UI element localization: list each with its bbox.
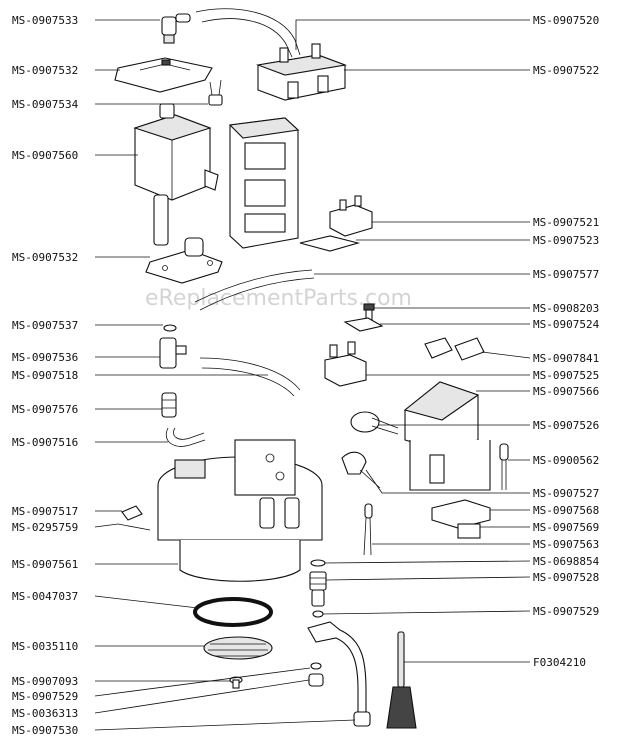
- part-steam-wand: [307, 621, 371, 727]
- part-gasket: [193, 597, 273, 627]
- part-label: MS-0907532: [12, 64, 78, 77]
- part-label: MS-0907525: [533, 369, 599, 382]
- part-label: MS-0907534: [12, 98, 79, 111]
- part-hose-top: [195, 8, 301, 58]
- part-label: MS-0907532: [12, 251, 78, 264]
- part-label: MS-0907521: [533, 216, 599, 229]
- part-label: MS-0907522: [533, 64, 599, 77]
- parts-drawing: [114, 8, 509, 729]
- part-label: MS-0907576: [12, 403, 78, 416]
- part-label: MS-0907517: [12, 505, 78, 518]
- part-label: MS-0907566: [533, 385, 599, 398]
- part-label: MS-0907841: [533, 352, 599, 365]
- part-o-ring-steam: [312, 610, 324, 618]
- part-label: MS-0907577: [533, 268, 599, 281]
- part-wire-lamp: [363, 503, 373, 556]
- part-tube-bend: [165, 427, 206, 447]
- part-small-block: [457, 523, 481, 539]
- part-label: MS-0907529: [533, 605, 599, 618]
- part-diode: [208, 79, 223, 106]
- part-fuse-holder: [324, 341, 367, 387]
- part-label: MS-0907568: [533, 504, 599, 517]
- part-label: MS-0698854: [533, 555, 600, 568]
- part-label: MS-0900562: [533, 454, 599, 467]
- part-label: MS-0907527: [533, 487, 599, 500]
- part-bracket-top: [114, 57, 213, 93]
- part-label: MS-0907528: [533, 571, 599, 584]
- part-label: MS-0036313: [12, 707, 78, 720]
- part-switch-bracket: [431, 499, 491, 529]
- part-label: MS-0907526: [533, 419, 599, 432]
- leader-lines: [94, 19, 531, 731]
- part-clip: [343, 317, 384, 332]
- part-label: MS-0035110: [12, 640, 78, 653]
- part-screw: [363, 303, 375, 321]
- part-thermostat: [329, 195, 373, 237]
- labels-right: MS-0907520 MS-0907522 MS-0907521 MS-0907…: [533, 14, 600, 669]
- part-bracket-lower: [145, 237, 223, 284]
- part-screw-small: [229, 676, 243, 689]
- part-steam-fitting: [309, 571, 327, 607]
- part-label: MS-0907537: [12, 319, 78, 332]
- part-o-ring-small: [163, 324, 177, 332]
- part-nipple: [161, 392, 177, 418]
- part-label: MS-0907516: [12, 436, 78, 449]
- part-valve: [159, 337, 187, 369]
- part-label: MS-0907523: [533, 234, 599, 247]
- part-label: MS-0907524: [533, 318, 600, 331]
- part-label: MS-0907561: [12, 558, 78, 571]
- part-label: MS-0908203: [533, 302, 599, 315]
- part-connector-holder: [403, 381, 491, 491]
- part-label: MS-0907533: [12, 14, 78, 27]
- part-label: F0304210: [533, 656, 586, 669]
- part-label: MS-0907560: [12, 149, 78, 162]
- part-switch-block: [255, 43, 348, 101]
- part-label: MS-0907530: [12, 724, 78, 737]
- part-label: MS-0047037: [12, 590, 78, 603]
- labels-left: MS-0907533 MS-0907532 MS-0907534 MS-0907…: [12, 14, 79, 737]
- part-shower-screen: [203, 636, 273, 660]
- part-plate: [299, 235, 361, 252]
- part-long-hose: [194, 269, 315, 311]
- part-housing-frame: [228, 117, 300, 249]
- part-label: MS-0907518: [12, 369, 78, 382]
- part-fitting-top: [161, 13, 191, 44]
- part-hose-mid: [199, 357, 301, 397]
- part-o-ring: [310, 559, 326, 567]
- part-label: MS-0907536: [12, 351, 78, 364]
- part-terminal-tab: [117, 505, 151, 531]
- part-label: MS-0907093: [12, 675, 78, 688]
- part-label: MS-0907520: [533, 14, 599, 27]
- part-label: MS-0907563: [533, 538, 599, 551]
- part-label: MS-0907569: [533, 521, 599, 534]
- part-lamp: [499, 443, 509, 490]
- part-plug: [350, 411, 399, 435]
- part-label: MS-0295759: [12, 521, 78, 534]
- part-frother: [386, 631, 417, 729]
- part-pump: [133, 103, 219, 246]
- part-micro-switches: [424, 337, 485, 361]
- part-boiler: [157, 439, 323, 582]
- part-label: MS-0907529: [12, 690, 78, 703]
